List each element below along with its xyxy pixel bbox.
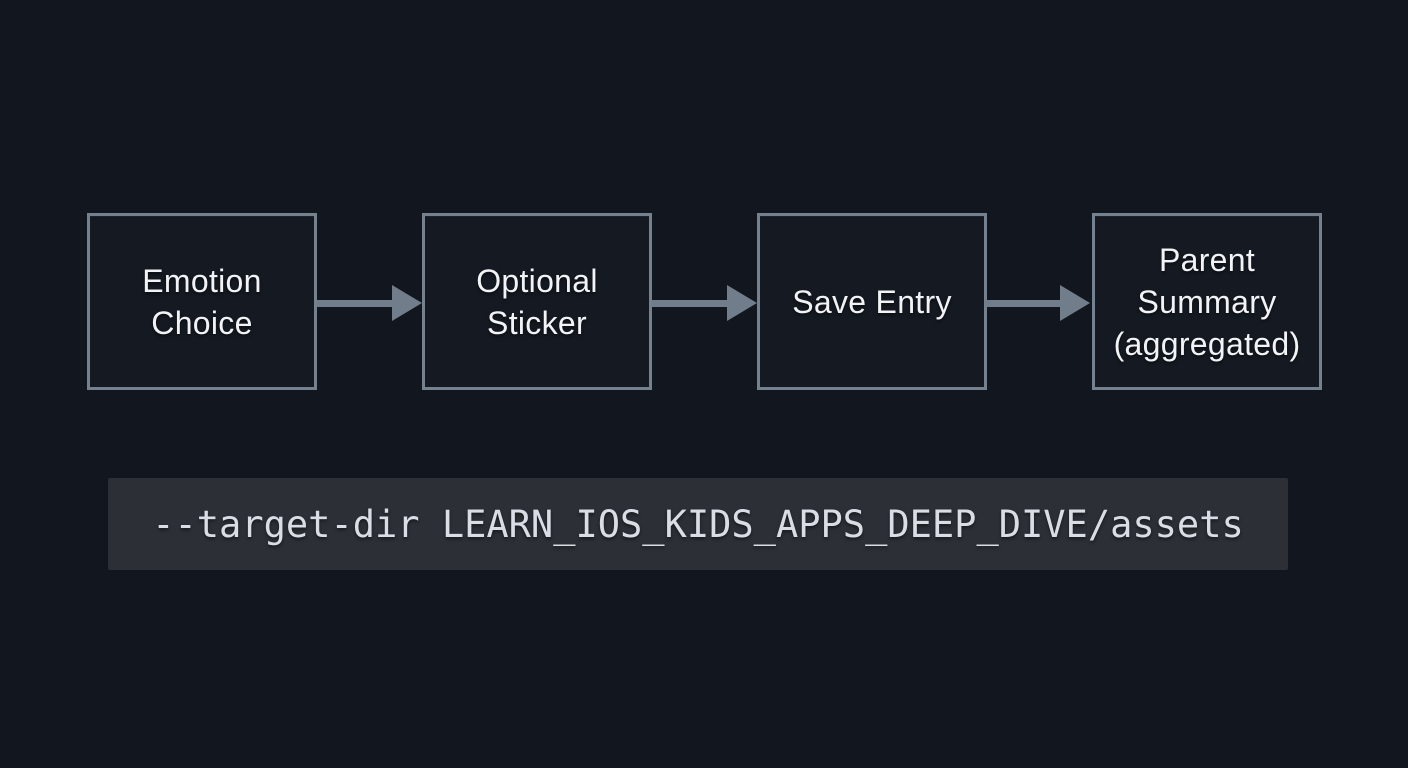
arrow-head-icon — [727, 285, 757, 321]
arrow-head-icon — [1060, 285, 1090, 321]
arrow-line — [985, 299, 1060, 307]
flow-node-label: Save Entry — [792, 283, 952, 320]
flow-arrow-icon — [317, 285, 422, 321]
flow-node-label: Optional Sticker — [476, 262, 598, 341]
flow-node-label: Parent Summary (aggregated) — [1113, 241, 1301, 362]
flow-node-optional-sticker: Optional Sticker — [422, 213, 652, 390]
flow-node-label: Emotion Choice — [142, 262, 262, 341]
arrow-head-icon — [392, 285, 422, 321]
flow-node-parent-summary: Parent Summary (aggregated) — [1092, 213, 1322, 390]
command-snippet: --target-dir LEARN_IOS_KIDS_APPS_DEEP_DI… — [108, 478, 1288, 570]
flow-arrow-icon — [985, 285, 1090, 321]
flow-arrow-icon — [652, 285, 757, 321]
flow-node-save-entry: Save Entry — [757, 213, 987, 390]
command-snippet-text: --target-dir LEARN_IOS_KIDS_APPS_DEEP_DI… — [152, 502, 1244, 546]
flow-node-emotion-choice: Emotion Choice — [87, 213, 317, 390]
arrow-line — [652, 299, 727, 307]
arrow-line — [317, 299, 392, 307]
